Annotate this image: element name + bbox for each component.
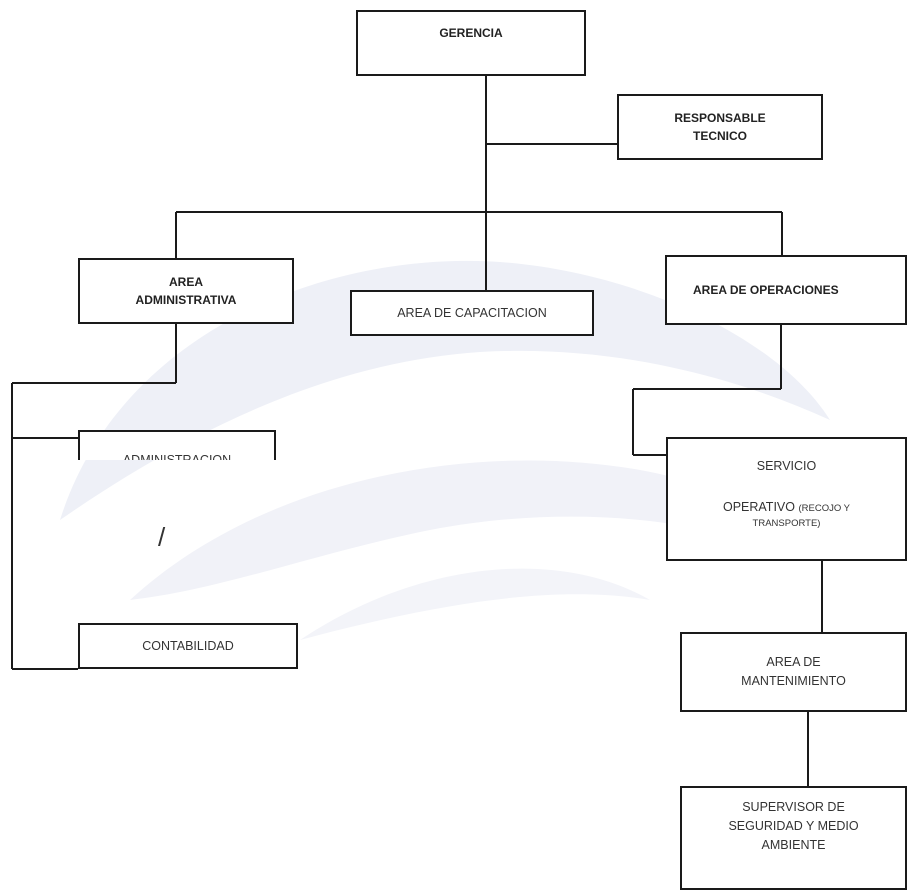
node-label-line2-main: OPERATIVO: [722, 499, 795, 514]
node-label: AREA DE OPERACIONES: [693, 283, 839, 297]
node-label: ADMINISTRACION: [123, 451, 231, 460]
node-label-line1: AREA DE: [766, 655, 821, 670]
node-contabilidad: CONTABILIDAD: [78, 623, 298, 669]
node-responsable-tecnico: RESPONSABLE TECNICO: [617, 94, 823, 160]
node-label-line3: AMBIENTE: [761, 837, 826, 852]
stray-mark: /: [158, 522, 166, 552]
node-area-operaciones: AREA DE OPERACIONES: [665, 255, 907, 325]
node-label-line2-small: (RECOJO Y: [798, 502, 851, 514]
node-area-mantenimiento: AREA DE MANTENIMIENTO: [680, 632, 907, 712]
node-label-line2: ADMINISTRATIVA: [135, 293, 237, 307]
node-label: GERENCIA: [439, 26, 503, 40]
node-label-line2: MANTENIMIENTO: [741, 674, 846, 688]
node-label: AREA DE CAPACITACION: [397, 305, 547, 320]
node-gerencia: GERENCIA: [356, 10, 586, 76]
node-label-line2: OPERATIVO (RECOJO Y: [723, 498, 850, 517]
node-label-line1: SERVICIO: [756, 459, 817, 473]
node-administracion: ADMINISTRACION: [78, 430, 276, 460]
node-area-administrativa: AREA ADMINISTRATIVA: [78, 258, 294, 324]
node-label-line1: AREA: [168, 275, 203, 289]
node-label: CONTABILIDAD: [142, 638, 234, 653]
node-label-line2: SEGURIDAD Y MEDIO: [728, 818, 859, 833]
node-supervisor-seguridad: SUPERVISOR DE SEGURIDAD Y MEDIO AMBIENTE: [680, 786, 907, 890]
node-label-line2: TECNICO: [693, 129, 747, 143]
node-label-line3: TRANSPORTE): [752, 517, 821, 529]
node-label-line1: SUPERVISOR DE: [742, 800, 845, 814]
node-label-line1: RESPONSABLE: [674, 111, 766, 125]
node-servicio-operativo: SERVICIO OPERATIVO (RECOJO Y TRANSPORTE): [666, 437, 907, 561]
node-area-capacitacion: AREA DE CAPACITACION: [350, 290, 594, 336]
